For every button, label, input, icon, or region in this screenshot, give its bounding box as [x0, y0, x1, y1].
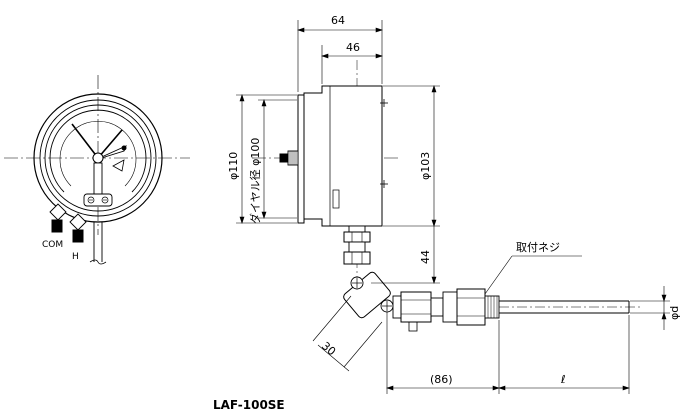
terminal-com [49, 203, 67, 233]
dim-overall-depth: 64 [331, 14, 345, 27]
model-name: LAF-100SE [213, 398, 285, 412]
dim-horiz-length: (86) [430, 373, 453, 386]
dim-insert-length: ℓ [560, 373, 566, 386]
dimension-lines [236, 20, 670, 394]
front-view [4, 75, 190, 265]
dim-probe-dia: φd [668, 306, 681, 320]
dim-stem-height: 44 [419, 250, 432, 264]
terminal-h-label: H [72, 252, 79, 262]
dim-flange-dia: φ110 [227, 152, 240, 180]
callout-mounting-thread: 取付ネジ [516, 241, 560, 254]
dim-elbow-size: 30 [319, 339, 338, 358]
dim-case-depth: 46 [346, 41, 360, 54]
dim-case-dia: φ103 [419, 152, 432, 180]
terminal-com-label: COM [42, 240, 63, 250]
side-view [252, 60, 640, 332]
terminal-h [69, 213, 87, 243]
dim-dial-dia: ダイヤル径 φ100 [248, 138, 262, 224]
